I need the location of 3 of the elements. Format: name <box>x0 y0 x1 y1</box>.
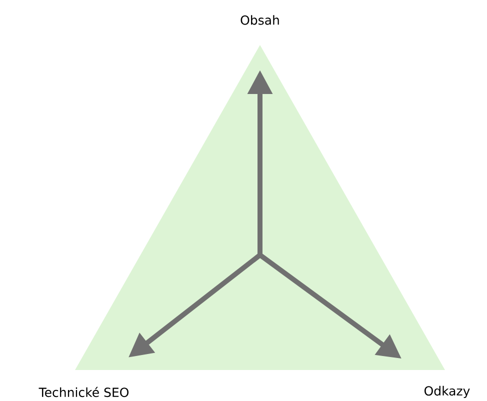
corner-label: Technické SEO <box>38 386 129 398</box>
corner-label: Obsah <box>240 15 279 25</box>
corner-label: Odkazy <box>424 386 470 398</box>
